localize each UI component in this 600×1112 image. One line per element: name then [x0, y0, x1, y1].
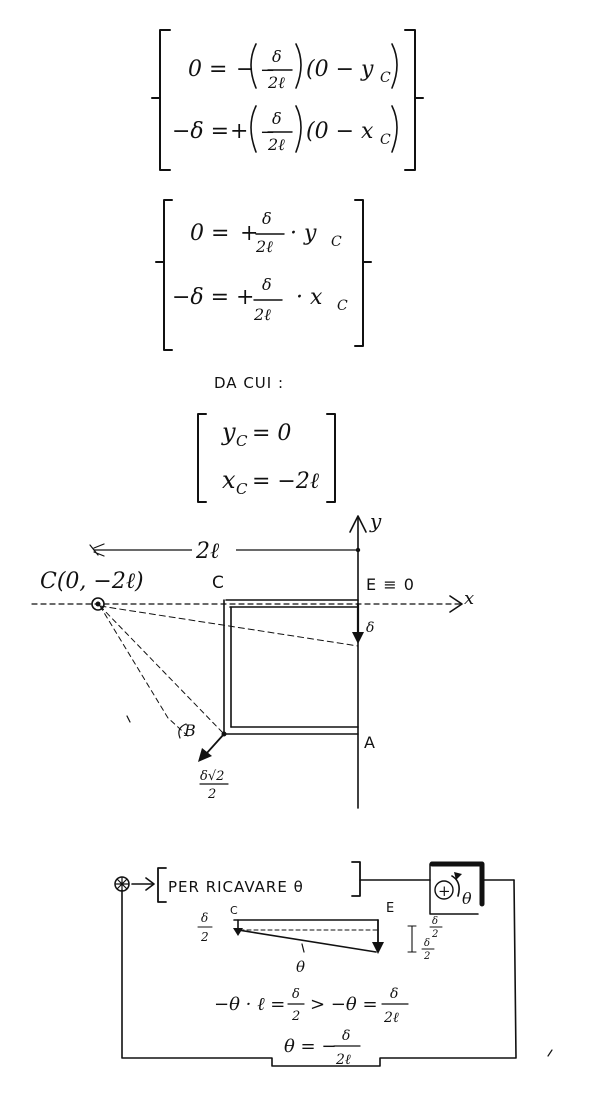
result-system: y C = 0 x C = −2ℓ — [197, 413, 336, 503]
center-of-rotation-label: C(0, −2ℓ) — [40, 569, 144, 594]
svg-text:2: 2 — [291, 1009, 300, 1024]
y-axis-arrow — [349, 515, 367, 533]
svg-text:+: + — [438, 882, 451, 900]
left-bracket — [159, 29, 171, 171]
delta-arrow — [352, 632, 364, 644]
x-axis-arrow — [449, 595, 463, 613]
svg-text:δ: δ — [262, 275, 272, 294]
svg-text:+: + — [230, 119, 248, 144]
svg-text:δ: δ — [201, 911, 208, 925]
svg-text:y: y — [369, 509, 382, 533]
svg-text:C: C — [230, 904, 239, 917]
sign-convention-frame — [429, 861, 485, 907]
left-bracket — [163, 199, 173, 351]
svg-text:> −θ =: > −θ = — [310, 994, 378, 1015]
svg-text:δ: δ — [262, 209, 272, 228]
left-column — [223, 599, 232, 735]
svg-text:= −2ℓ: = −2ℓ — [252, 469, 320, 494]
frac-num: δ — [272, 47, 282, 66]
svg-text:θ: θ — [296, 958, 305, 976]
right-bracket — [404, 29, 416, 171]
svg-text:+: + — [236, 285, 254, 310]
theta-equation-1: −θ · ℓ = — [214, 994, 285, 1015]
svg-text:2: 2 — [207, 787, 216, 802]
svg-text:· x: · x — [296, 285, 323, 310]
svg-text:C: C — [236, 432, 248, 450]
svg-text:δ: δ — [272, 109, 282, 128]
rotation-arrow — [451, 875, 460, 897]
svg-text:2ℓ: 2ℓ — [267, 135, 285, 154]
eq1-lhs: 0 = — [188, 57, 227, 82]
svg-text:2ℓ: 2ℓ — [255, 237, 273, 256]
svg-text:δ: δ — [342, 1028, 350, 1044]
svg-text:y: y — [221, 418, 236, 446]
svg-text:δ: δ — [424, 938, 430, 949]
svg-text:(0 − x: (0 − x — [306, 119, 374, 144]
bottom-beam — [223, 726, 359, 735]
point-e-label: E ≡ 0 — [366, 575, 415, 594]
right-bracket — [326, 413, 336, 503]
svg-text:= 0: = 0 — [252, 421, 291, 446]
frame-diagram: y x 2ℓ C(0, −2ℓ) C E ≡ 0 δ A — [31, 509, 474, 809]
svg-text:· y: · y — [290, 221, 317, 246]
eq2-lhs: −δ = — [172, 119, 229, 144]
svg-text:x: x — [222, 466, 236, 494]
svg-text:E: E — [386, 901, 395, 916]
svg-text:2ℓ: 2ℓ — [335, 1052, 351, 1068]
svg-text:C: C — [236, 480, 248, 498]
svg-text:C: C — [337, 298, 348, 314]
svg-text:−: − — [236, 57, 254, 82]
svg-text:θ: θ — [462, 889, 472, 908]
left-bracket — [197, 413, 207, 503]
box-outline — [121, 879, 517, 1067]
svg-text:δ: δ — [292, 987, 300, 1002]
system-1: 0 = − − δ 2ℓ (0 − y C −δ = + − δ 2ℓ (0 −… — [151, 29, 424, 171]
system-2: 0 = + δ 2ℓ · y C −δ = + δ 2ℓ · x C — [155, 199, 372, 351]
svg-text:C: C — [331, 234, 342, 250]
top-beam — [225, 599, 359, 608]
svg-text:2: 2 — [423, 951, 430, 962]
svg-text:δ: δ — [366, 620, 374, 636]
svg-text:−δ =: −δ = — [172, 285, 229, 310]
svg-text:x: x — [464, 588, 474, 609]
theta-derivation-box: PER RICAVARE θ + θ C E δ 2 δ 2 δ 2 θ −θ … — [114, 861, 553, 1068]
svg-text:(0 − y: (0 − y — [306, 57, 374, 82]
point-b-displacement-arrow — [198, 748, 212, 762]
svg-text:0 =: 0 = — [190, 221, 229, 246]
theta-box-title: PER RICAVARE θ — [168, 878, 304, 896]
svg-text:2: 2 — [200, 930, 209, 944]
point-b-label: B — [183, 721, 196, 740]
svg-text:δ: δ — [390, 986, 398, 1002]
da-cui-label: DA CUI : — [214, 374, 284, 392]
svg-text:δ: δ — [432, 916, 438, 927]
svg-text:+: + — [240, 221, 258, 246]
center-of-rotation-marker — [91, 597, 105, 611]
dimension-label: 2ℓ — [195, 539, 220, 564]
point-c-label: C — [212, 573, 225, 593]
theta-equation-2: θ = − — [284, 1036, 336, 1057]
svg-text:C: C — [380, 132, 391, 148]
rotated-beam — [237, 929, 377, 953]
svg-text:2ℓ: 2ℓ — [383, 1010, 399, 1026]
frac-den: 2ℓ — [267, 73, 285, 92]
point-a-label: A — [364, 733, 376, 752]
svg-text:2ℓ: 2ℓ — [253, 305, 271, 324]
right-bracket — [354, 199, 364, 347]
svg-text:2: 2 — [431, 929, 438, 940]
svg-text:δ√2: δ√2 — [200, 769, 224, 784]
svg-text:C: C — [380, 70, 391, 86]
